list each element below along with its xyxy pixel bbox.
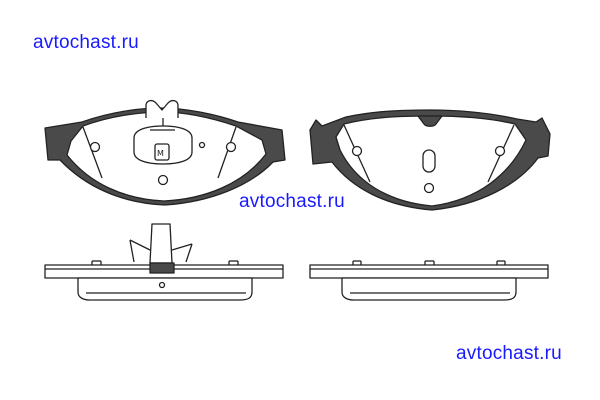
watermark-bottom: avtochast.ru: [456, 343, 562, 364]
left-pad-hole-right: [225, 141, 237, 153]
right-pad-hole-left: [351, 145, 363, 157]
left-side-clip-wire-left: [129, 239, 151, 251]
right-pad-side-view: [309, 260, 549, 301]
left-pad-chamfer-right: [217, 126, 237, 179]
watermark-top: avtochast.ru: [33, 32, 139, 53]
left-pad-sensor-plug: [154, 143, 170, 161]
left-side-sensor-clip: [149, 223, 173, 264]
left-pad-chamfer-left: [82, 126, 103, 179]
left-side-clip-block: [149, 262, 175, 274]
right-pad-center-slot: [422, 149, 436, 173]
left-side-clip-wire-left2: [129, 239, 135, 263]
right-pad-hole-right: [494, 145, 506, 157]
right-pad-top-notch: [417, 115, 443, 127]
left-side-clip-wire-right: [171, 243, 193, 251]
left-pad-sensor-clip: [145, 99, 179, 118]
right-side-backing-bar: [309, 264, 549, 279]
left-pad-hole-left: [89, 141, 101, 153]
left-pad-sensor-mark: M: [157, 149, 164, 158]
watermark-middle: avtochast.ru: [239, 191, 345, 212]
left-side-clip-wire-right2: [185, 243, 193, 263]
left-side-friction-block: [77, 277, 253, 301]
left-pad-hole-small: [198, 141, 206, 149]
left-side-pin: [158, 281, 166, 289]
left-pad-front-view: M: [44, 99, 286, 206]
left-pad-side-view: [44, 223, 284, 301]
right-pad-front-view: [309, 109, 551, 211]
right-side-friction-block: [341, 277, 517, 301]
right-pad-hole-bottom: [423, 182, 435, 194]
left-pad-hole-bottom: [157, 174, 169, 186]
